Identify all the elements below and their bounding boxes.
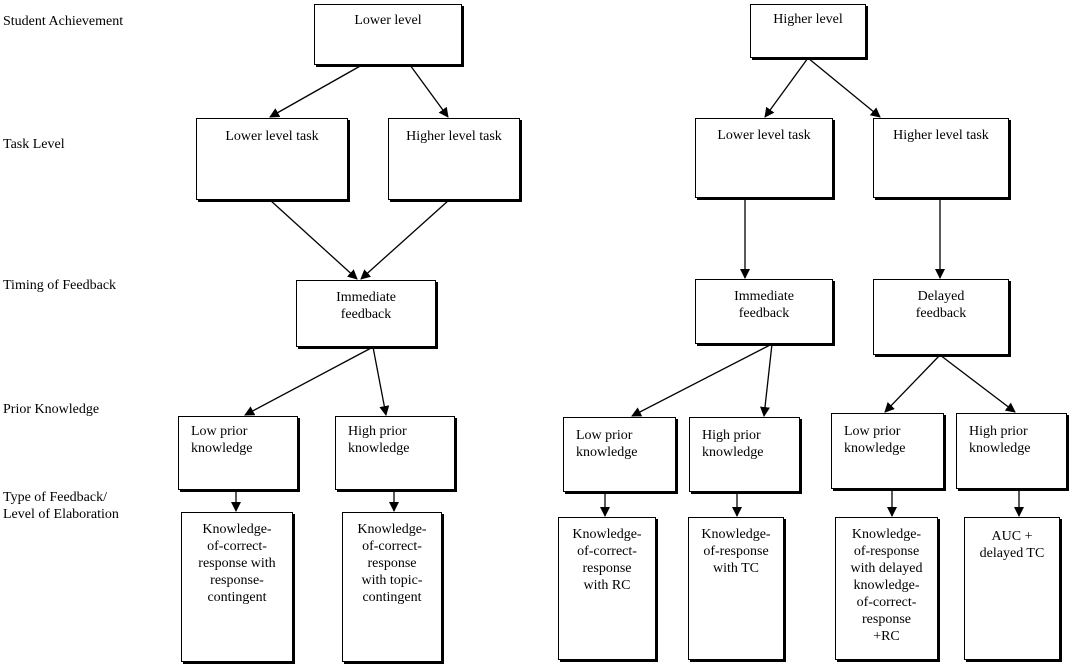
row-label-timing-of-feedback: Timing of Feedback [3, 278, 117, 293]
node-feedback-kcr-topic-contingent: Knowledge- of-correct- response with top… [342, 512, 442, 662]
node-higher-level: Higher level [750, 4, 866, 58]
node-high-prior-knowledge-3: High prior knowledge [956, 413, 1067, 489]
node-left-immediate-feedback: Immediate feedback [296, 280, 436, 347]
arrow-delayed-to-low-prior-3 [884, 354, 941, 413]
node-feedback-kcr-response-contingent: Knowledge- of-correct- response with res… [181, 512, 293, 662]
arrow-higher-to-higher-task [807, 57, 881, 118]
row-label-task-level: Task Level [3, 137, 65, 152]
row-label-type-of-feedback: Type of Feedback/ Level of Elaboration [3, 490, 119, 522]
node-left-higher-level-task: Higher level task [388, 118, 520, 200]
node-delayed-feedback: Delayed feedback [873, 279, 1009, 355]
arrow-immediate-to-low-prior-2 [631, 343, 773, 417]
arrow-higher-to-lower-task [764, 57, 809, 118]
node-high-prior-knowledge-2: High prior knowledge [689, 417, 800, 492]
node-low-prior-knowledge-3: Low prior knowledge [831, 413, 944, 489]
arrow-lower-task-to-immediate [269, 199, 358, 280]
node-feedback-kcr-with-rc: Knowledge- of-correct- response with RC [558, 517, 656, 660]
arrow-lower-to-higher-task [409, 64, 449, 118]
arrow-immediate-to-high-prior-1 [372, 346, 390, 416]
node-feedback-auc-delayed-tc: AUC + delayed TC [964, 517, 1060, 660]
arrow-delayed-to-high-prior-3 [939, 354, 1016, 413]
arrow-immediate-to-high-prior-2 [760, 343, 773, 417]
node-right-higher-level-task: Higher level task [873, 118, 1009, 198]
arrow-lower-to-lower-task [269, 64, 363, 118]
node-feedback-kr-with-tc: Knowledge- of-response with TC [688, 517, 784, 660]
arrow-higher-task-to-immediate [360, 199, 450, 280]
node-right-lower-level-task: Lower level task [695, 118, 833, 198]
row-label-student-achievement: Student Achievement [3, 14, 124, 29]
node-low-prior-knowledge-1: Low prior knowledge [178, 416, 298, 490]
node-feedback-kr-delayed-kcr-rc: Knowledge- of-response with delayed know… [835, 517, 938, 660]
node-right-immediate-feedback: Immediate feedback [695, 279, 833, 344]
node-low-prior-knowledge-2: Low prior knowledge [563, 417, 676, 492]
arrow-immediate-to-low-prior-1 [244, 346, 374, 416]
node-lower-level: Lower level [314, 4, 462, 65]
node-high-prior-knowledge-1: High prior knowledge [335, 416, 455, 490]
node-left-lower-level-task: Lower level task [196, 118, 348, 200]
row-label-prior-knowledge: Prior Knowledge [3, 402, 100, 417]
